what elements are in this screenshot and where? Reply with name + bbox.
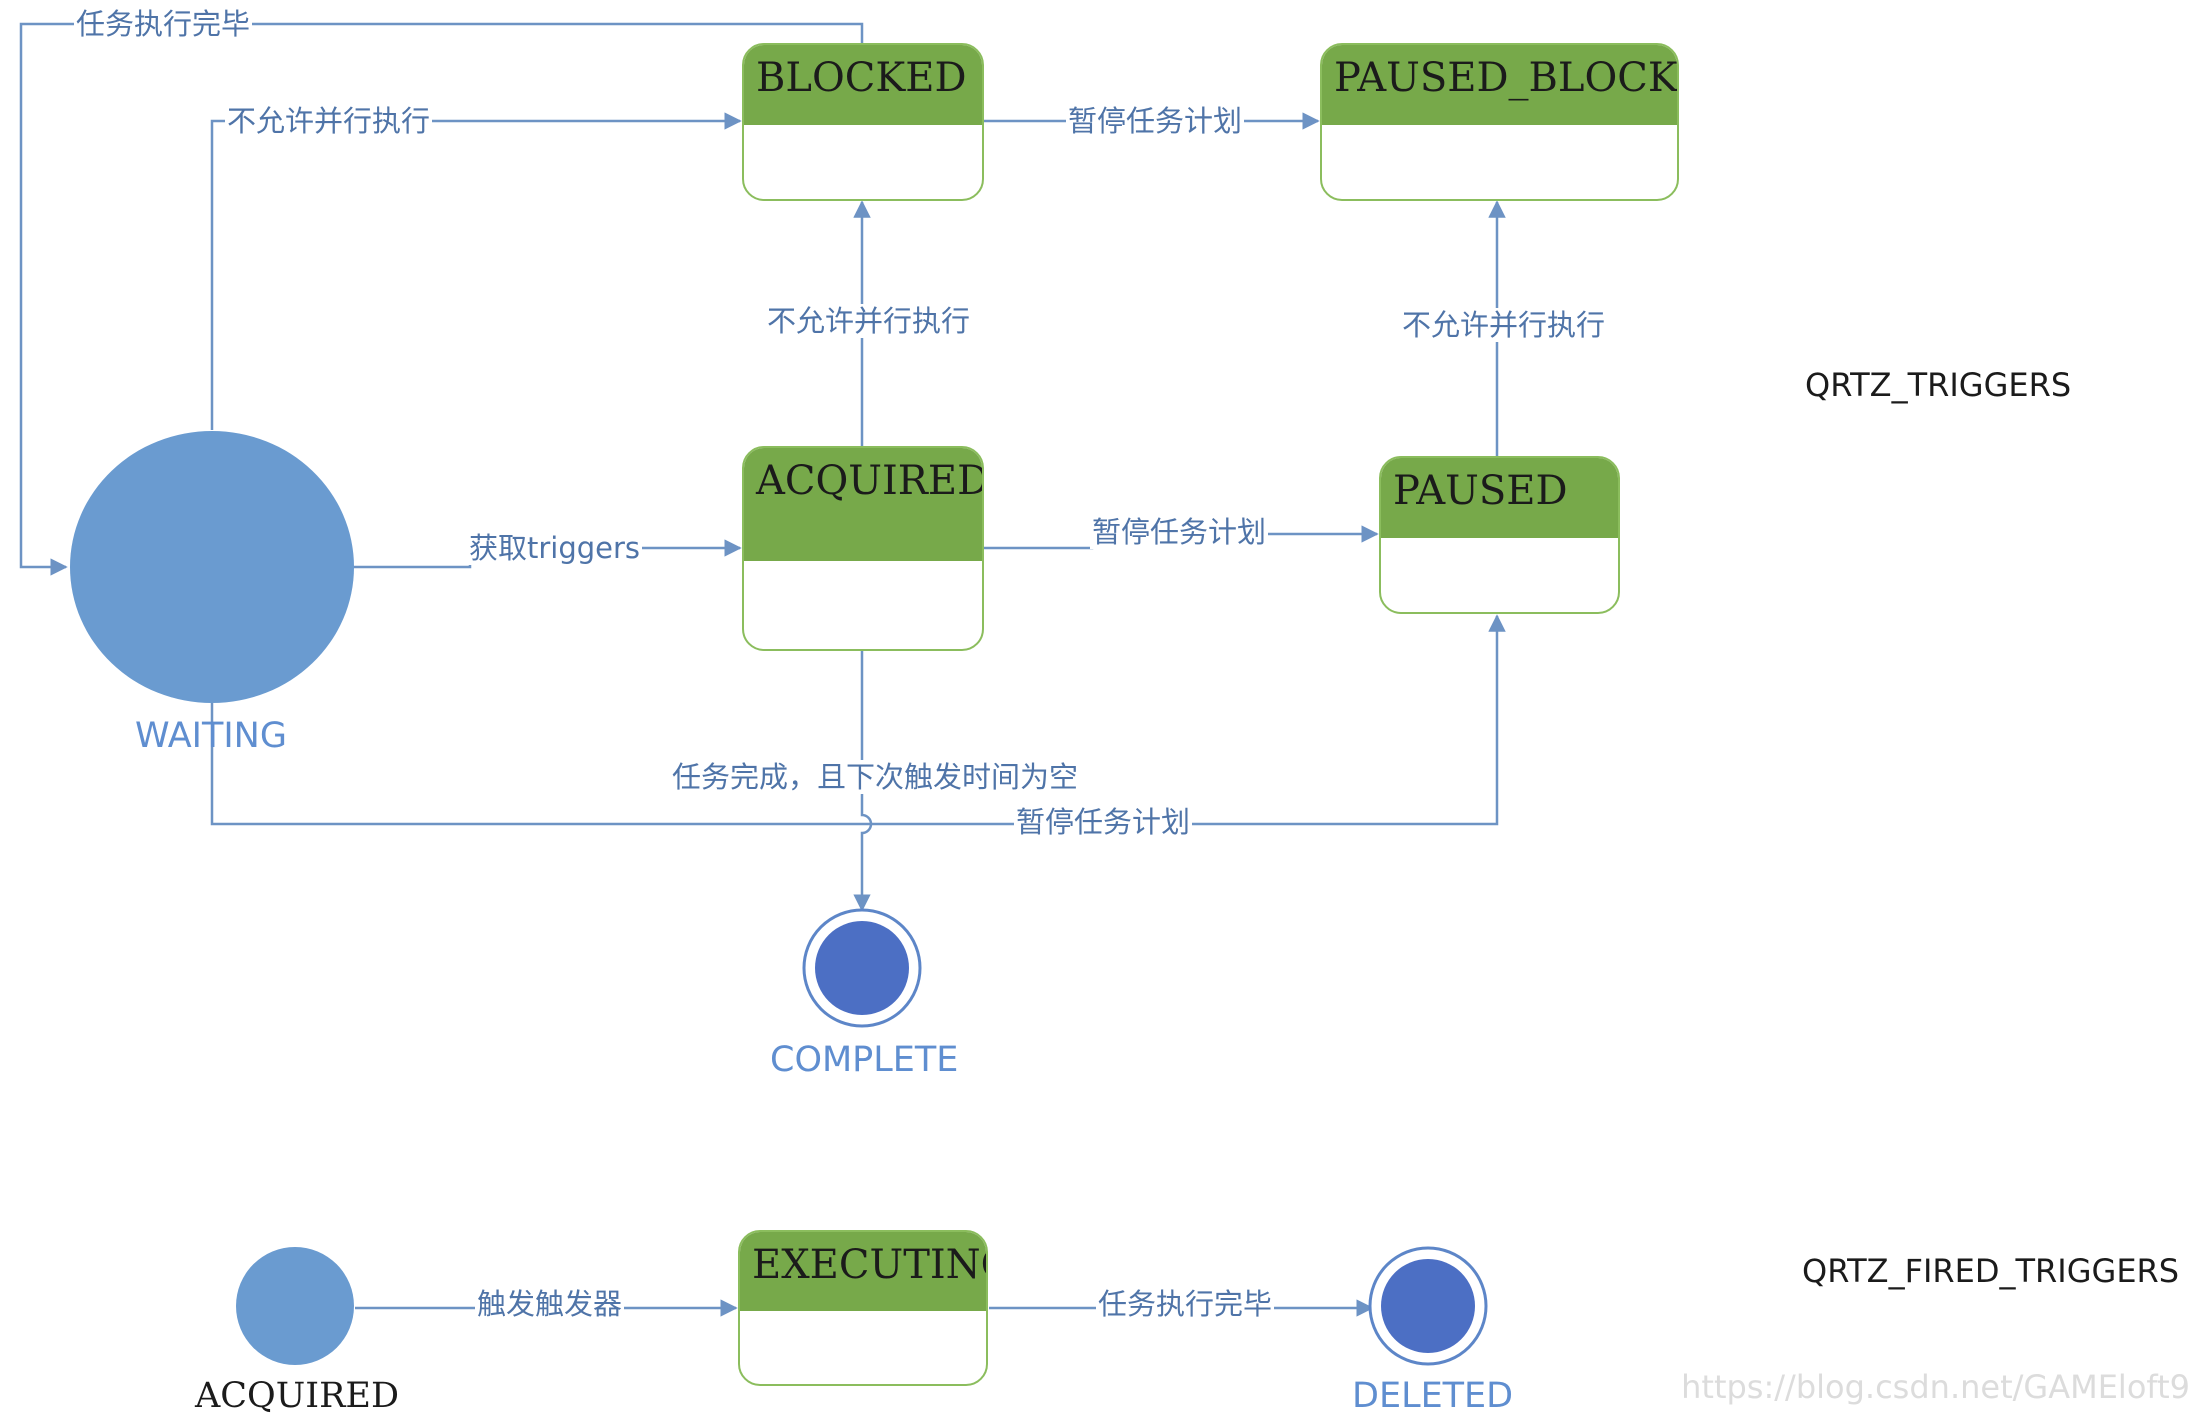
state-blocked: BLOCKED: [742, 43, 984, 201]
edge-waiting-to-blocked: [210, 112, 742, 430]
label-paused-to-paused-blocked: 不允许并行执行: [1400, 308, 1608, 342]
label-waiting-loop: 任务执行完毕: [74, 7, 253, 41]
deleted-label: DELETED: [1352, 1376, 1514, 1416]
edge-waiting-loop: [19, 22, 864, 576]
state-blocked-title: BLOCKED: [744, 45, 982, 126]
edge-waiting-to-paused: [210, 614, 1506, 826]
waiting-label: WAITING: [135, 716, 287, 756]
state-executing: EXECUTING: [738, 1230, 988, 1386]
state-paused-title: PAUSED: [1381, 458, 1618, 539]
waiting-node: [70, 431, 354, 703]
watermark: https://blog.csdn.net/GAMEloft9: [1681, 1368, 2190, 1406]
label-executing-to-deleted: 任务执行完毕: [1096, 1287, 1275, 1321]
complete-label: COMPLETE: [770, 1040, 959, 1080]
label-waiting-to-paused: 暂停任务计划: [1014, 805, 1193, 839]
fired-acquired-label: ACQUIRED: [195, 1376, 400, 1416]
label-waiting-to-acquired: 获取triggers: [467, 531, 643, 565]
label-waiting-to-blocked: 不允许并行执行: [225, 104, 433, 138]
complete-node: [815, 921, 909, 1015]
state-paused-blocked: PAUSED_BLOCKED: [1320, 43, 1679, 201]
deleted-node: [1381, 1259, 1475, 1353]
state-executing-title: EXECUTING: [740, 1232, 986, 1312]
state-acquired-title: ACQUIRED: [744, 448, 982, 561]
state-paused: PAUSED: [1379, 456, 1620, 614]
label-fired-acquired-to-executing: 触发触发器: [475, 1287, 625, 1321]
state-paused-blocked-title: PAUSED_BLOCKED: [1322, 45, 1677, 126]
label-acquired-to-blocked: 不允许并行执行: [765, 304, 973, 338]
fired-acquired-node: [236, 1247, 354, 1365]
label-blocked-to-paused-blocked: 暂停任务计划: [1066, 104, 1245, 138]
state-acquired: ACQUIRED: [742, 446, 984, 651]
label-acquired-to-paused: 暂停任务计划: [1090, 515, 1269, 549]
table-label-fired-triggers: QRTZ_FIRED_TRIGGERS: [1802, 1252, 2180, 1290]
label-acquired-to-complete: 任务完成，且下次触发时间为空: [670, 760, 1081, 794]
table-label-triggers: QRTZ_TRIGGERS: [1805, 366, 2072, 404]
